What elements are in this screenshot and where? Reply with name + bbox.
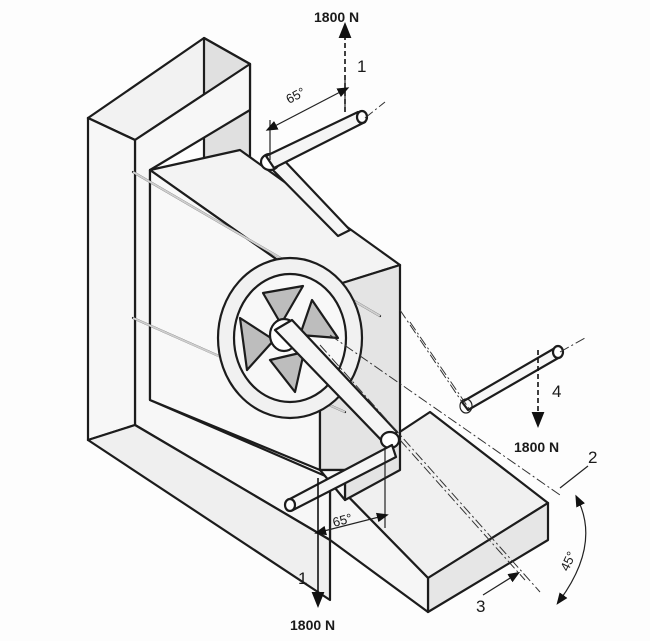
angle-dimensions bbox=[265, 80, 589, 605]
position-label-4: 4 bbox=[552, 382, 561, 401]
position-label-1-bottom: 1 bbox=[298, 569, 307, 588]
angle-label-bottom: 65° bbox=[331, 510, 354, 530]
force-label-top: 1800 N bbox=[314, 9, 359, 25]
back-wall bbox=[86, 36, 332, 602]
position-label-2: 2 bbox=[588, 448, 597, 467]
angle-label-arc: 45° bbox=[557, 549, 579, 573]
angle-label-top: 65° bbox=[283, 84, 307, 106]
force-label-bottom: 1800 N bbox=[290, 617, 335, 633]
position-label-3: 3 bbox=[476, 597, 485, 616]
phantom-lines bbox=[319, 101, 586, 593]
crank-arms bbox=[259, 152, 401, 450]
force-label-right: 1800 N bbox=[514, 439, 559, 455]
position-label-1-top: 1 bbox=[357, 57, 366, 76]
